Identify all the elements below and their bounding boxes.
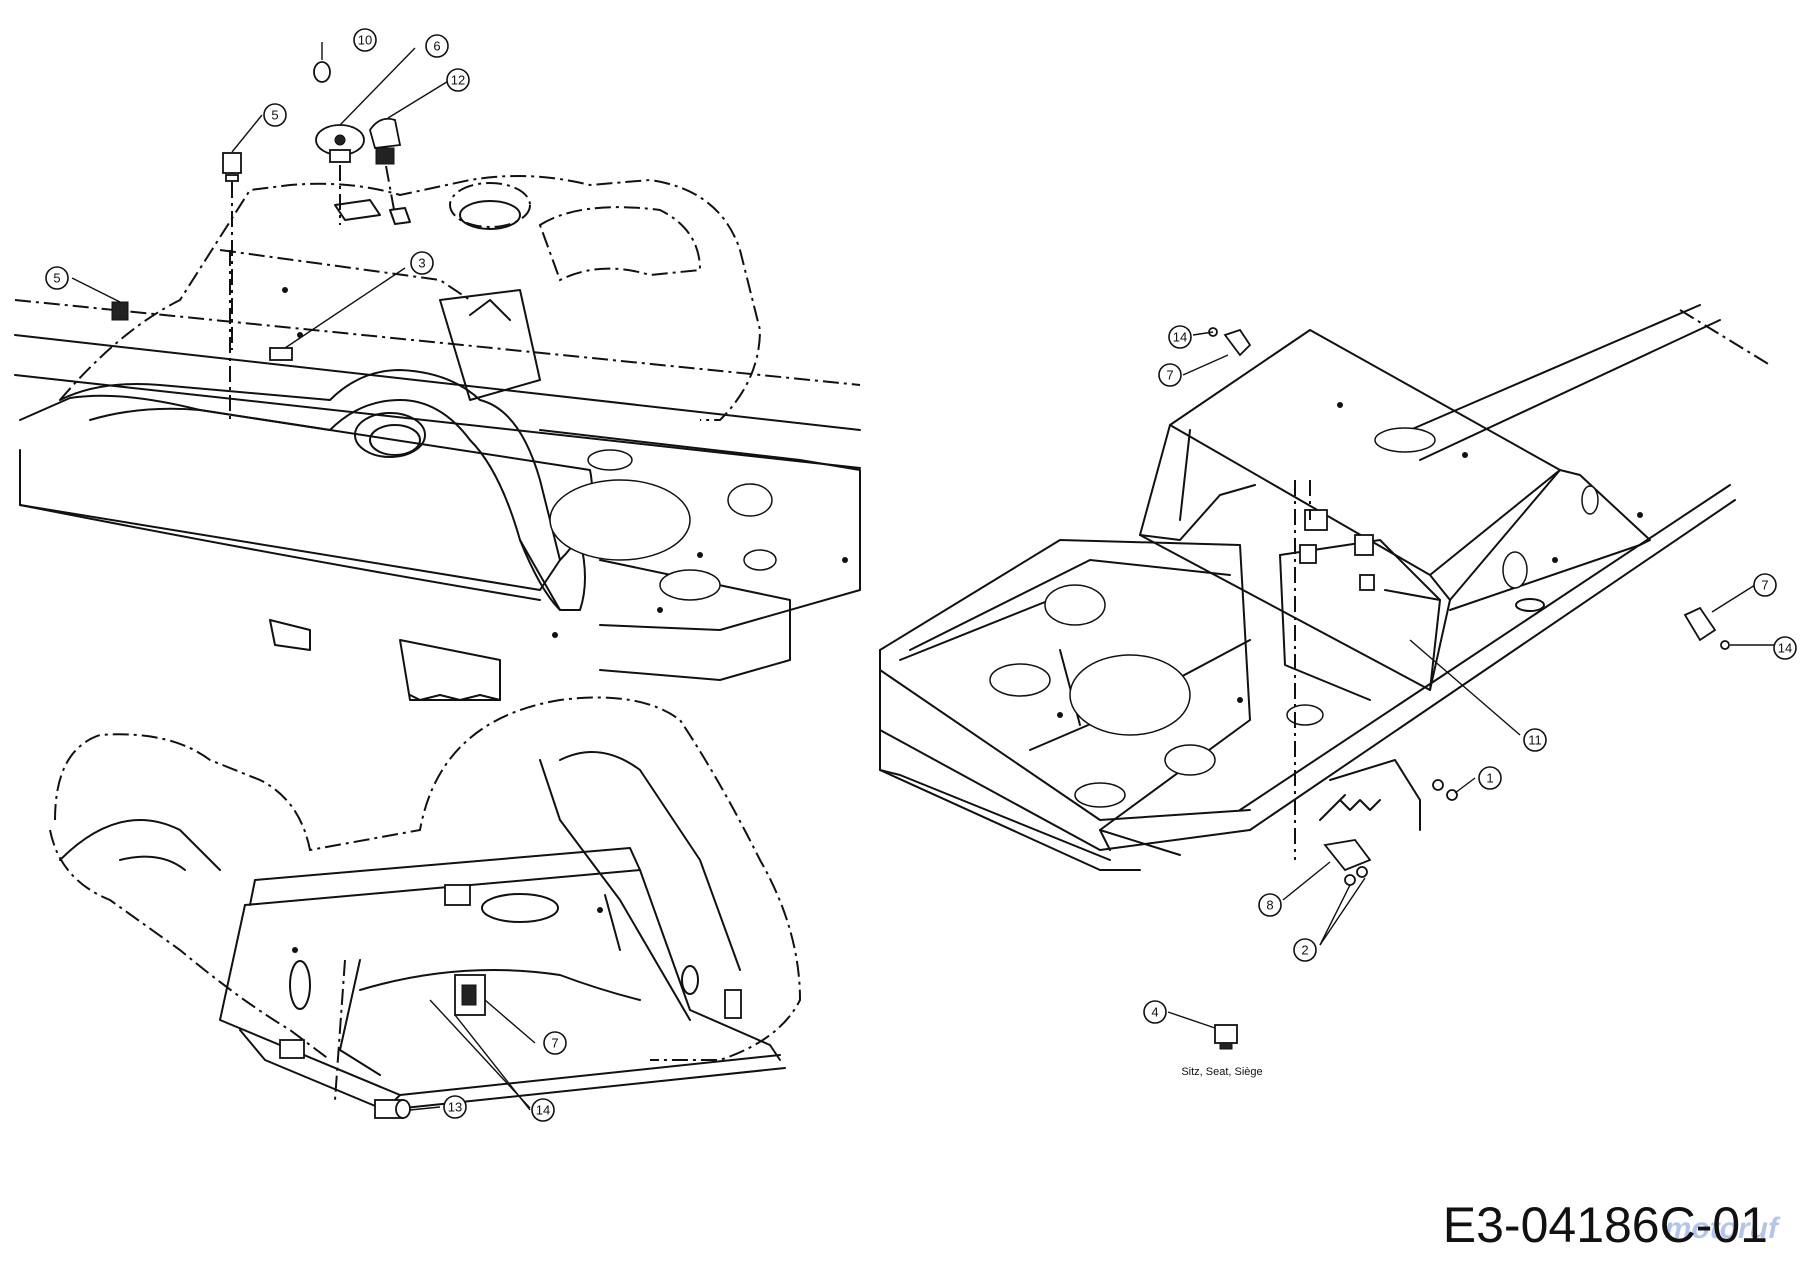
- svg-text:12: 12: [451, 73, 465, 88]
- svg-text:3: 3: [418, 256, 425, 271]
- callout-14-right-top: 14: [1168, 325, 1192, 349]
- svg-text:14: 14: [536, 1103, 550, 1118]
- safety-switch-part-7-top: [1223, 328, 1252, 357]
- screw-part-2: [1344, 874, 1356, 886]
- callout-11: 11: [1523, 728, 1547, 752]
- callout-7-right: 7: [1753, 573, 1777, 597]
- svg-text:11: 11: [1528, 733, 1542, 748]
- seat-switch-part-4: [1214, 1024, 1238, 1044]
- callout-10: 10: [353, 28, 377, 52]
- drawing-code: E3-04186C-01: [1442, 1197, 1768, 1253]
- switch-part-3: [269, 347, 293, 361]
- view-top-left-fender-assembly: [14, 42, 861, 701]
- callout-5-upper: 5: [263, 103, 287, 127]
- seat-switch-caption: Sitz, Seat, Siège: [1181, 1066, 1262, 1078]
- pto-switch-part-5: [111, 301, 129, 321]
- ignition-relay-part-5: [222, 152, 242, 174]
- svg-text:4: 4: [1151, 1005, 1158, 1020]
- key-part-10: [313, 61, 331, 83]
- callout-5-lower: 5: [45, 266, 69, 290]
- svg-text:2: 2: [1301, 943, 1308, 958]
- safety-switch-part-7-right: [1683, 606, 1717, 642]
- callout-7-right-top: 7: [1158, 363, 1182, 387]
- svg-text:5: 5: [53, 271, 60, 286]
- nut-part-1: [1432, 779, 1444, 791]
- callout-8: 8: [1258, 893, 1282, 917]
- callout-7-bottom-left: 7: [543, 1031, 567, 1055]
- svg-text:10: 10: [358, 33, 372, 48]
- callout-14-bottom-left: 14: [531, 1098, 555, 1122]
- view-right-frame-seat-box: [879, 304, 1775, 1050]
- svg-text:8: 8: [1266, 898, 1273, 913]
- callout-2: 2: [1293, 938, 1317, 962]
- callout-13: 13: [443, 1095, 467, 1119]
- svg-text:14: 14: [1778, 641, 1792, 656]
- callout-6: 6: [425, 34, 449, 58]
- svg-text:7: 7: [1761, 578, 1768, 593]
- svg-text:7: 7: [551, 1036, 558, 1051]
- watermark: motoruf: [1664, 1212, 1778, 1245]
- callout-3: 3: [410, 251, 434, 275]
- callout-1: 1: [1478, 766, 1502, 790]
- callout-12: 12: [446, 68, 470, 92]
- callout-14-right: 14: [1773, 636, 1797, 660]
- svg-text:1: 1: [1486, 771, 1493, 786]
- pto-knob-part-12: [369, 117, 402, 149]
- screw-part-14-right: [1720, 640, 1730, 650]
- svg-text:13: 13: [448, 1100, 462, 1115]
- bracket-part-8: [1323, 839, 1372, 872]
- svg-text:14: 14: [1173, 330, 1187, 345]
- svg-text:7: 7: [1166, 368, 1173, 383]
- view-bottom-left-fender-underside: [49, 696, 802, 1119]
- svg-text:5: 5: [271, 108, 278, 123]
- svg-text:6: 6: [433, 39, 440, 54]
- callout-4: 4: [1143, 1000, 1167, 1024]
